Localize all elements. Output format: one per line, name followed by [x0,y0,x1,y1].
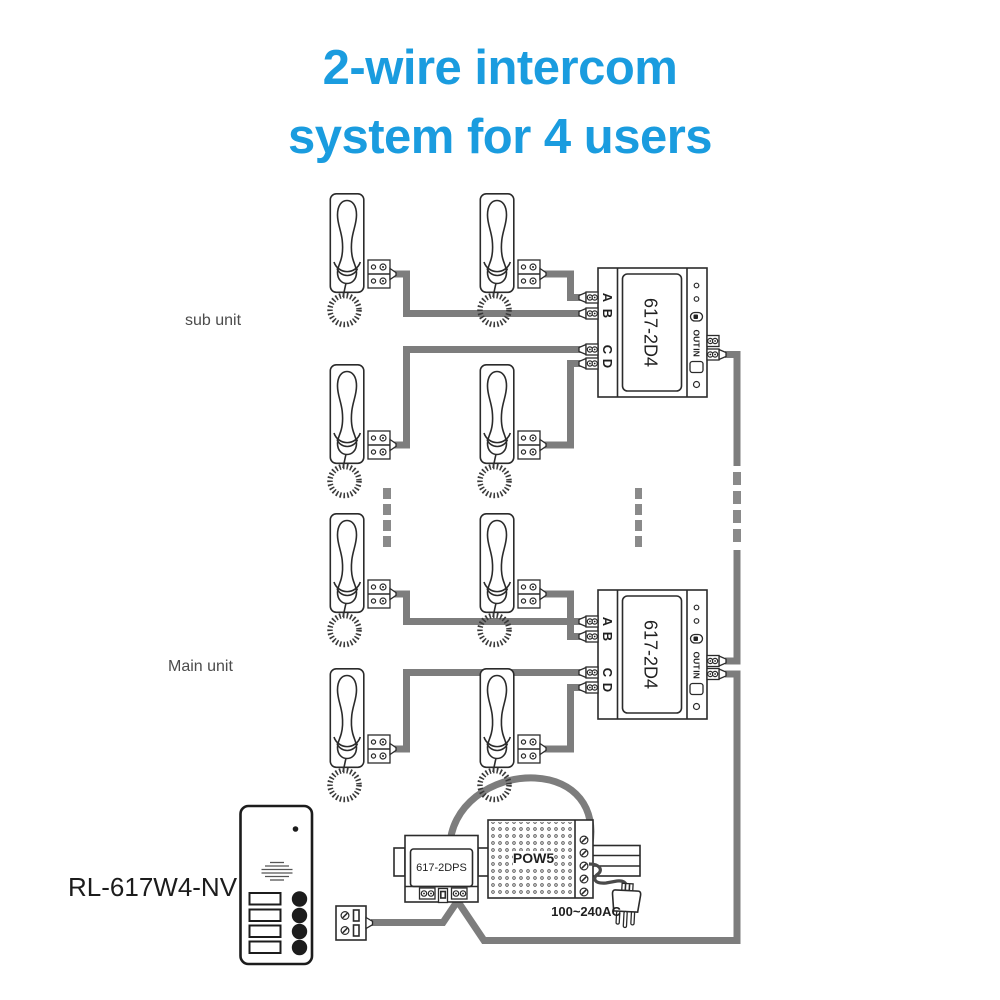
door-station-model-label: RL-617W4-NV [68,872,238,902]
speaker-grille [261,861,293,881]
sub-port-b: B [600,309,615,318]
name-plates [248,892,282,954]
main-in-label: IN [692,670,702,679]
diagram-title: 2-wire intercom system for 4 users [0,34,1000,172]
intercom-handset [480,194,546,325]
led-indicator [693,296,700,302]
intercom-handset [330,514,396,645]
terminal-out [706,654,727,668]
sub-port-a: A [600,293,615,303]
intercom-handset [330,669,396,800]
main-port-b: B [600,632,615,641]
main-port-c: C [600,668,615,678]
main-distributor-label: 617-2D4 [641,620,661,689]
button-icon [689,360,704,374]
title-line-1: 2-wire intercom [322,41,678,95]
screw-icon [692,702,701,711]
terminal-c [578,343,599,356]
door-station-connector [335,905,374,941]
power-supply-label: POW5 [513,850,554,866]
mains-cord [588,862,629,888]
main-port-a: A [600,617,615,627]
continuation-dashes-riser [733,472,741,542]
title-line-2: system for 4 users [287,110,713,164]
sub-port-d: D [600,359,615,368]
screw-icon [692,380,701,389]
intercom-handset [330,194,396,325]
sub-distributor-label: 617-2D4 [641,298,661,367]
main-unit-label: Main unit [168,658,233,675]
intercom-handset [330,365,396,496]
terminal-out [706,334,720,348]
terminal-in [706,667,727,681]
sub-out-label: OUT [692,330,702,349]
terminal-a [578,615,599,628]
terminal-b [578,307,599,320]
door-station [239,804,314,966]
button-icon [689,682,704,696]
terminal-in [706,348,727,361]
sub-port-c: C [600,345,615,355]
led-indicator [693,618,700,624]
led-indicator [693,604,700,611]
terminal-c [578,666,599,679]
continuation-dashes-middle [635,488,642,547]
continuation-dashes-left [383,488,391,547]
dip-switch-icon [689,311,704,322]
sub-in-label: IN [692,348,702,357]
power-splitter-box: 617-2DPS [393,834,490,904]
camera-dot [292,826,299,832]
dip-switch-icon [689,633,704,644]
power-plug-icon [611,882,642,929]
terminal-a [578,291,599,304]
terminal-b [578,630,599,643]
main-port-d: D [600,683,615,692]
splitter-component [437,887,449,904]
led-indicator [693,282,700,289]
terminal-d [578,681,599,694]
mains-rating-label: 100~240AC [551,904,621,919]
terminal-d [578,357,599,370]
call-buttons [291,891,308,956]
intercom-handset [480,365,546,496]
sub-unit-label: sub unit [185,312,242,329]
main-distributor-box: 617-2D4 A B C D OUT IN [578,589,727,720]
power-splitter-label: 617-2DPS [416,862,467,874]
sub-distributor-box: 617-2D4 A B C D OUT IN [578,267,727,398]
power-supply-box: POW5 [487,819,594,899]
main-out-label: OUT [692,652,702,671]
